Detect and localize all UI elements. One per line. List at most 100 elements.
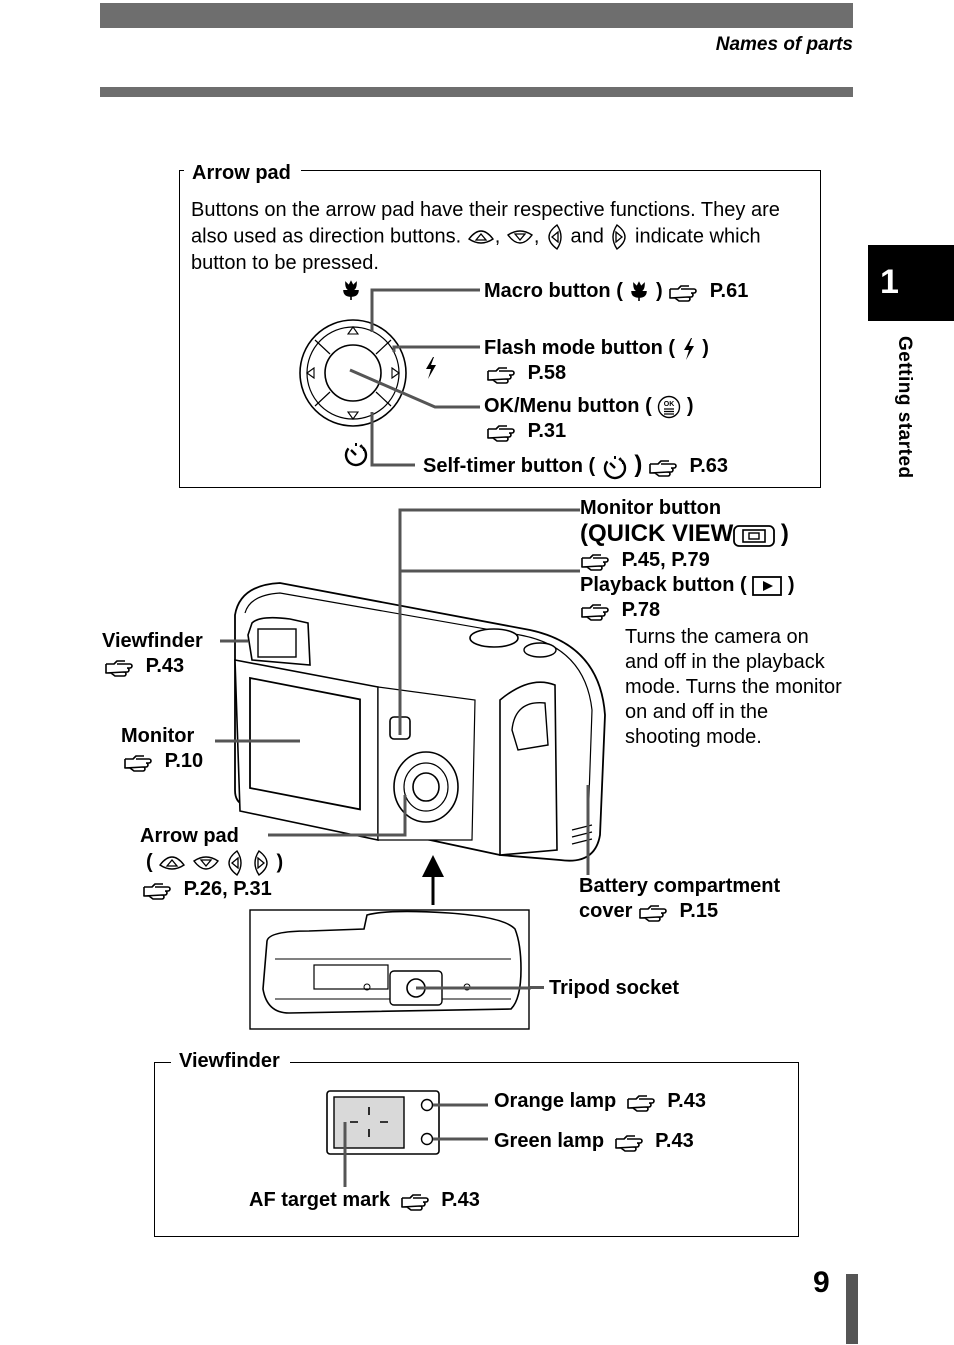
- battery-ref: P.15: [679, 900, 719, 922]
- macro-flower-icon: [628, 281, 650, 303]
- header-bar-bottom: [100, 87, 853, 97]
- playback-description: Turns the camera on and off in the playb…: [625, 626, 842, 748]
- playback-icon: [752, 576, 782, 596]
- arrow-right-icon: [609, 223, 629, 251]
- desc-and: and: [570, 225, 604, 248]
- arrow-pad-box: [179, 170, 821, 488]
- orange-lamp-text: Orange lamp: [494, 1090, 617, 1112]
- tripod-socket-label: Tripod socket: [549, 977, 680, 999]
- flash-button-label: Flash mode button ( ) P.58: [484, 336, 709, 386]
- chapter-number: 1: [880, 263, 899, 301]
- reference-hand-icon: [580, 551, 612, 571]
- reference-hand-icon: [614, 1132, 646, 1152]
- monitor-ref: P.10: [164, 750, 204, 772]
- page-number-bar: [846, 1274, 858, 1344]
- monitor-button-ref: P.45, P.79: [621, 549, 710, 571]
- reference-hand-icon: [486, 422, 518, 442]
- reference-hand-icon: [638, 902, 670, 922]
- viewfinder-label: Viewfinder P.43: [102, 629, 203, 679]
- page-number: 9: [813, 1266, 830, 1299]
- viewfinder-diagram: [326, 1090, 488, 1187]
- comma: ,: [494, 225, 501, 248]
- chapter-tab: 1: [868, 245, 954, 321]
- section-title: Names of parts: [715, 34, 853, 55]
- timer-label-text: Self-timer button (: [423, 455, 596, 477]
- viewfinder-box: [154, 1062, 799, 1237]
- viewfinder-text: Viewfinder: [102, 630, 203, 652]
- tripod-leader: [530, 986, 544, 989]
- ok-label-text: OK/Menu button (: [484, 395, 652, 417]
- macro-ref: P.61: [709, 280, 749, 302]
- orange-lamp-ref: P.43: [667, 1090, 706, 1112]
- flash-icon: [681, 337, 697, 361]
- paren: ): [656, 280, 663, 302]
- arrow-pad-label: Arrow pad ( ) P.26, P.31: [140, 824, 283, 902]
- paren: ): [686, 395, 694, 417]
- arrow-down-icon: [506, 227, 534, 247]
- macro-button-label: Macro button ( ) P.61: [484, 279, 748, 304]
- timer-ref: P.63: [689, 455, 729, 477]
- quick-view-icon: [733, 525, 775, 547]
- self-timer-icon: [601, 453, 629, 481]
- viewfinder-ref: P.43: [145, 655, 185, 677]
- monitor-button-label: Monitor button (QUICK VIEW ) P.45, P.79 …: [580, 496, 795, 623]
- af-ref: P.43: [441, 1189, 480, 1211]
- reference-hand-icon: [123, 752, 155, 772]
- playback-ref: P.78: [621, 599, 661, 621]
- green-lamp-label: Green lamp P.43: [494, 1129, 694, 1154]
- macro-label-text: Macro button (: [484, 280, 623, 302]
- arrow-down-icon: [192, 853, 220, 873]
- flash-ref: P.58: [527, 362, 567, 384]
- reference-hand-icon: [580, 601, 612, 621]
- monitor-button-text: Monitor button: [580, 497, 722, 519]
- desc-text-1: Buttons on the arrow pad have their resp…: [191, 199, 780, 248]
- arrow-left-icon: [545, 223, 565, 251]
- quick-view-text: (QUICK VIEW: [580, 520, 734, 547]
- camera-illustration: [215, 508, 606, 905]
- arrow-left-icon: [225, 849, 245, 877]
- reference-hand-icon: [626, 1092, 658, 1112]
- reference-hand-icon: [648, 457, 680, 477]
- paren: (: [146, 851, 153, 874]
- paren: ): [702, 337, 709, 359]
- flash-label-text: Flash mode button (: [484, 337, 676, 359]
- af-target-mark-label: AF target mark P.43: [249, 1188, 480, 1213]
- ok-ref: P.31: [527, 420, 567, 442]
- orange-lamp-label: Orange lamp P.43: [494, 1089, 706, 1114]
- paren: ): [634, 451, 643, 478]
- arrow-pad-description: Buttons on the arrow pad have their resp…: [191, 198, 811, 276]
- arrow-up-icon: [158, 853, 186, 873]
- ok-menu-icon: [657, 395, 681, 419]
- af-text: AF target mark: [249, 1189, 391, 1211]
- arrow-pad-ref: P.26, P.31: [183, 878, 272, 900]
- battery-cover-label: Battery compartment cover P.15: [579, 874, 780, 924]
- green-lamp-text: Green lamp: [494, 1130, 605, 1152]
- arrow-pad-diagram: [299, 281, 480, 468]
- reference-hand-icon: [104, 657, 136, 677]
- arrow-pad-text: Arrow pad: [140, 825, 239, 847]
- reference-hand-icon: [400, 1191, 432, 1211]
- monitor-label: Monitor P.10: [121, 724, 203, 774]
- arrow-up-icon: [467, 227, 495, 247]
- ok-menu-button-label: OK/Menu button ( ) P.31: [484, 394, 694, 444]
- chapter-title: Getting started: [894, 336, 915, 479]
- desc-text-2: indicate which button to be pressed.: [191, 225, 761, 274]
- paren: ): [780, 520, 789, 547]
- header-bar-top: [100, 3, 853, 28]
- reference-hand-icon: [668, 282, 700, 302]
- comma: ,: [533, 225, 540, 248]
- playback-text: Playback button (: [580, 574, 747, 596]
- arrow-right-icon: [251, 849, 271, 877]
- paren: ): [787, 574, 795, 596]
- viewfinder-box-title: Viewfinder: [171, 1050, 290, 1073]
- self-timer-button-label: Self-timer button ( ) P.63: [423, 452, 728, 481]
- arrow-pad-box-title: Arrow pad: [184, 162, 301, 185]
- green-lamp-ref: P.43: [655, 1130, 694, 1152]
- monitor-text: Monitor: [121, 725, 195, 747]
- reference-hand-icon: [486, 364, 518, 384]
- paren: ): [276, 851, 284, 874]
- battery-text-1: Battery compartment: [579, 875, 781, 897]
- camera-bottom-view: [249, 909, 531, 1030]
- reference-hand-icon: [142, 880, 174, 900]
- battery-text-2: cover: [579, 900, 633, 922]
